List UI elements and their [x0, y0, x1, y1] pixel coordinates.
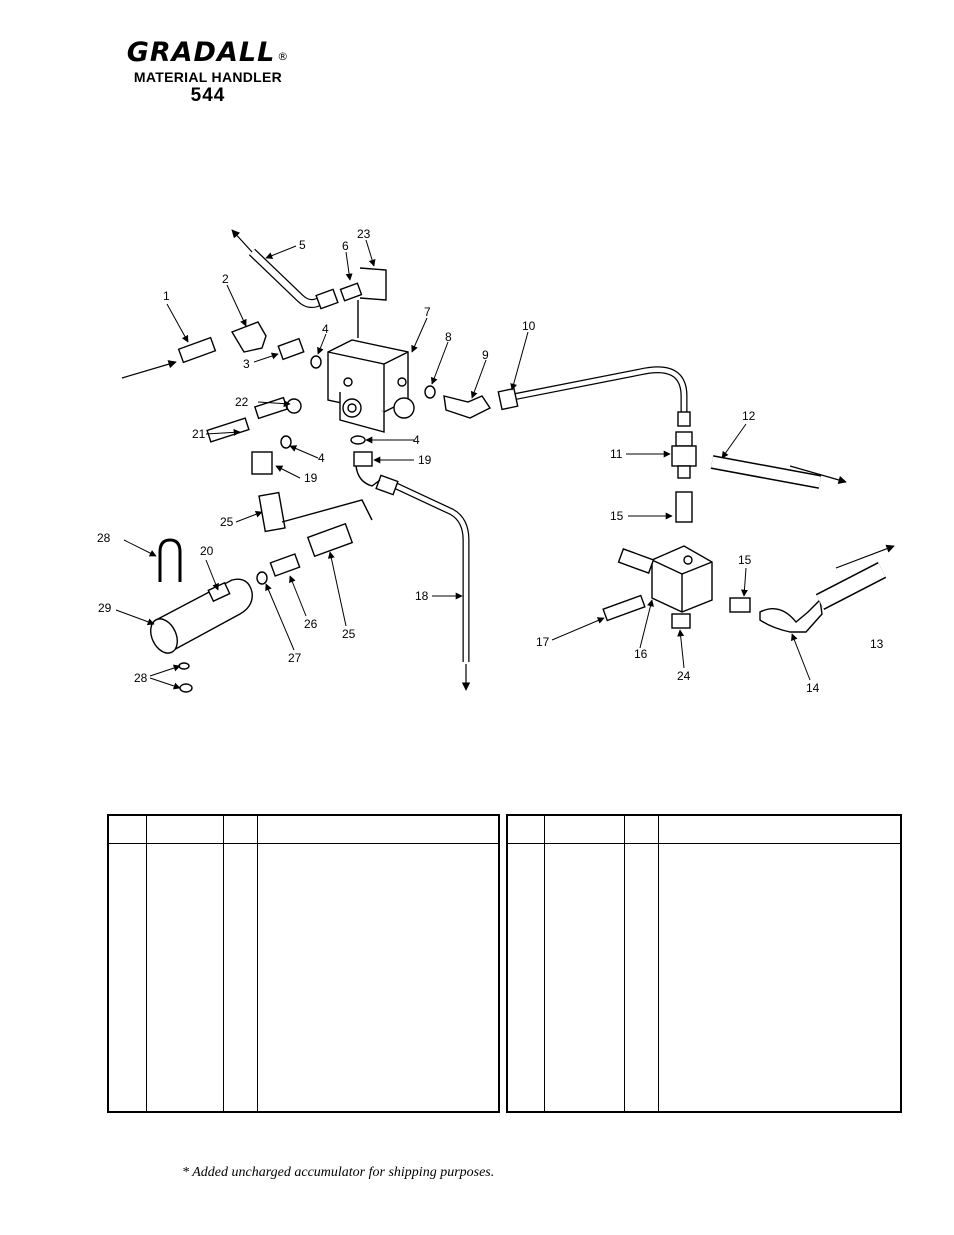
flow-arrows — [121, 229, 895, 691]
callout-23: 23 — [357, 227, 371, 241]
table-column-divider — [257, 816, 258, 1111]
callout-27: 27 — [288, 651, 302, 665]
callout-3: 3 — [243, 357, 250, 371]
callout-2: 2 — [222, 272, 229, 286]
callout-8: 8 — [445, 330, 452, 344]
callout-9: 9 — [482, 348, 489, 362]
component-drawings — [150, 248, 887, 693]
table-header-row — [508, 816, 900, 844]
leader-lines — [115, 239, 811, 690]
callout-15-right: 15 — [738, 553, 752, 567]
table-column-divider — [544, 816, 545, 1111]
callout-19: 19 — [418, 453, 432, 467]
callout-29: 29 — [98, 601, 112, 615]
callout-24: 24 — [677, 669, 691, 683]
callout-14: 14 — [806, 681, 820, 695]
callout-labels: 1 2 3 4 5 6 7 8 9 10 11 12 13 14 15 16 1… — [97, 227, 884, 695]
brand-name: GRADALL® — [108, 38, 308, 68]
callout-15: 15 — [610, 509, 624, 523]
callout-4: 4 — [322, 322, 329, 336]
callout-26: 26 — [304, 617, 318, 631]
callout-21: 21 — [192, 427, 206, 441]
callout-25-lower: 25 — [342, 627, 356, 641]
callout-4-left: 4 — [318, 451, 325, 465]
registered-mark: ® — [277, 50, 290, 63]
table-column-divider — [624, 816, 625, 1111]
callout-13: 13 — [870, 637, 884, 651]
brand-text: GRADALL — [126, 37, 276, 68]
callout-1: 1 — [163, 289, 170, 303]
table-header-row — [109, 816, 498, 844]
callout-4-lower: 4 — [413, 433, 420, 447]
callout-22: 22 — [235, 395, 249, 409]
gradall-logo: GRADALL® MATERIAL HANDLER 544 — [108, 38, 308, 107]
callout-16: 16 — [634, 647, 648, 661]
product-line: MATERIAL HANDLER — [133, 69, 283, 85]
table-column-divider — [223, 816, 224, 1111]
callout-10: 10 — [522, 319, 536, 333]
table-column-divider — [146, 816, 147, 1111]
table-column-divider — [658, 816, 659, 1111]
callout-20: 20 — [200, 544, 214, 558]
callout-28-lower: 28 — [134, 671, 148, 685]
callout-7: 7 — [424, 305, 431, 319]
callout-12: 12 — [742, 409, 756, 423]
callout-11: 11 — [610, 447, 623, 461]
parts-list-table-right — [506, 814, 902, 1113]
callout-17: 17 — [536, 635, 550, 649]
callout-18: 18 — [415, 589, 429, 603]
callout-5: 5 — [299, 238, 306, 252]
callout-19-left: 19 — [304, 471, 318, 485]
exploded-parts-diagram: 1 2 3 4 5 6 7 8 9 10 11 12 13 14 15 16 1… — [97, 227, 895, 695]
callout-28: 28 — [97, 531, 111, 545]
parts-list-table-left — [107, 814, 500, 1113]
footnote: * Added uncharged accumulator for shippi… — [182, 1165, 495, 1180]
callout-6: 6 — [342, 239, 349, 253]
callout-25: 25 — [220, 515, 234, 529]
model-number: 544 — [190, 85, 226, 106]
